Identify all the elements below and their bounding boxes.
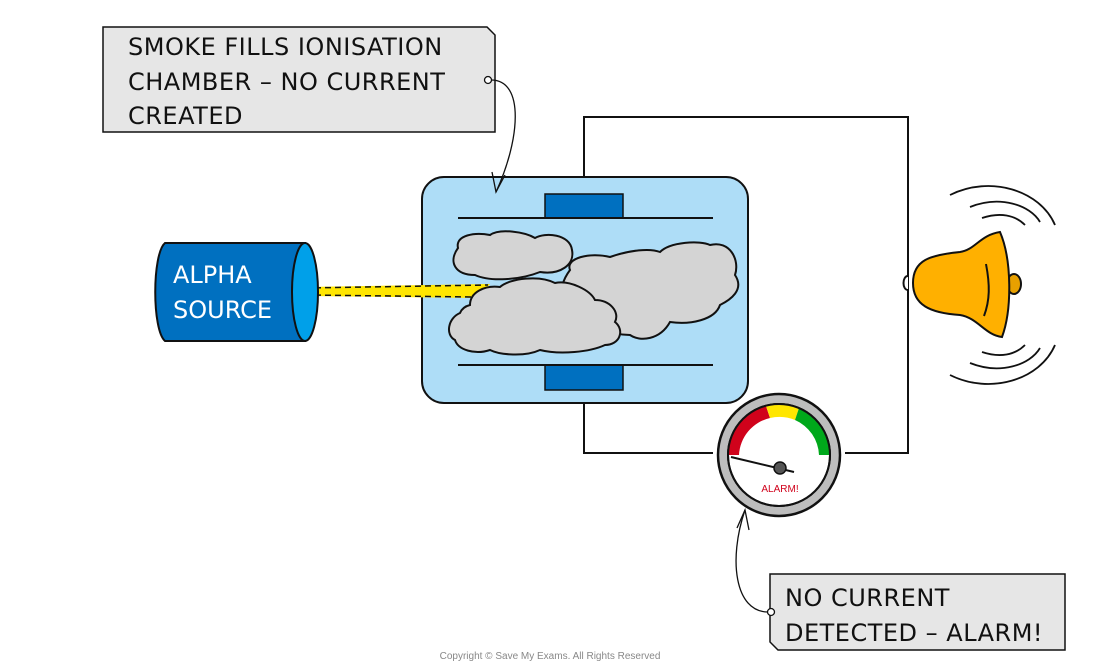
gauge-pivot xyxy=(773,461,787,475)
bell-icon xyxy=(902,185,1056,385)
alarm-callout-line1: NO CURRENT xyxy=(785,584,950,612)
smoke-callout: SMOKE FILLS IONISATION CHAMBER – NO CURR… xyxy=(102,26,516,194)
alarm-callout-line2: DETECTED – ALARM! xyxy=(785,619,1043,647)
source-label-line1: ALPHA xyxy=(173,261,252,289)
smoke-clouds xyxy=(448,230,740,356)
top-electrode xyxy=(544,193,624,219)
smoke-callout-line3: CREATED xyxy=(128,102,243,130)
bottom-electrode xyxy=(544,364,624,391)
gauge-alarm-text: ALARM! xyxy=(761,484,798,495)
smoke-callout-line2: CHAMBER – NO CURRENT xyxy=(128,68,445,96)
circuit-wires xyxy=(583,116,909,454)
smoke-callout-line1: SMOKE FILLS IONISATION xyxy=(128,33,443,61)
ammeter-gauge: ALARM! xyxy=(716,392,842,518)
source-label-line2: SOURCE xyxy=(173,296,272,324)
alpha-source: ALPHA SOURCE xyxy=(154,242,319,342)
alpha-beam xyxy=(304,284,490,298)
alarm-callout: NO CURRENT DETECTED – ALARM! xyxy=(735,507,1066,651)
copyright-text: Copyright © Save My Exams. All Rights Re… xyxy=(440,651,661,662)
